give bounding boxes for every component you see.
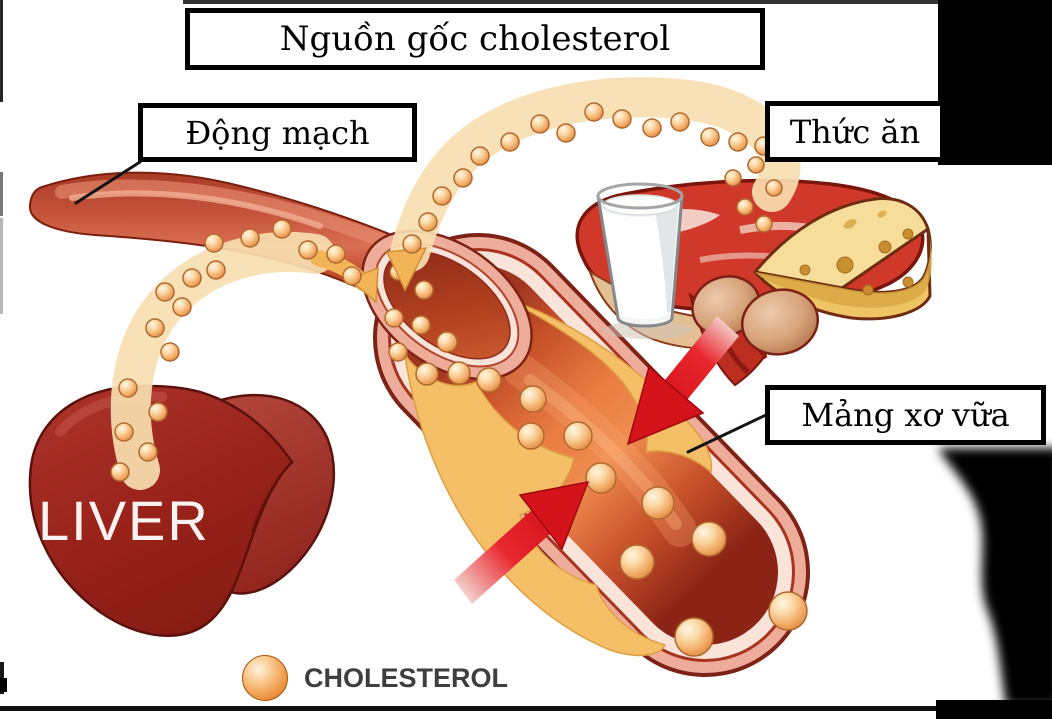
- shadow-right-wedge: [938, 448, 1052, 706]
- cholesterol-legend: CHOLESTEROL: [242, 655, 508, 701]
- callout-food: Thức ăn: [765, 101, 945, 162]
- bottom-border-line: [0, 706, 1052, 711]
- shadow-bottom-right: [936, 700, 1052, 719]
- liver-label: LIVER: [38, 489, 210, 552]
- top-border-line: [183, 0, 938, 4]
- callout-artery-label: Động mạch: [185, 113, 370, 152]
- diagram-title: Nguồn gốc cholesterol: [185, 8, 765, 70]
- diagram-title-text: Nguồn gốc cholesterol: [279, 19, 671, 59]
- liver-illustration: [28, 384, 335, 637]
- flow-cholesterol-balls: [110, 102, 783, 482]
- eggs-icon: [691, 275, 820, 356]
- shadow-top-right: [938, 0, 1052, 165]
- pointer-line-plaque: [686, 412, 770, 454]
- callout-plaque: Mảng xơ vữa: [765, 385, 1046, 445]
- milk-glass-icon: [596, 182, 692, 339]
- red-arrow-upper: [626, 316, 739, 446]
- cholesterol-legend-label: CHOLESTEROL: [304, 662, 509, 693]
- red-arrow-lower: [454, 481, 590, 604]
- callout-plaque-label: Mảng xơ vữa: [801, 396, 1010, 434]
- food-illustration: [575, 178, 932, 387]
- callout-food-label: Thức ăn: [789, 112, 921, 151]
- pointer-line-artery: [74, 160, 142, 205]
- cholesterol-ball-icon: [242, 655, 288, 701]
- lumen-cholesterol-balls: [384, 263, 808, 657]
- callout-artery: Động mạch: [138, 103, 417, 162]
